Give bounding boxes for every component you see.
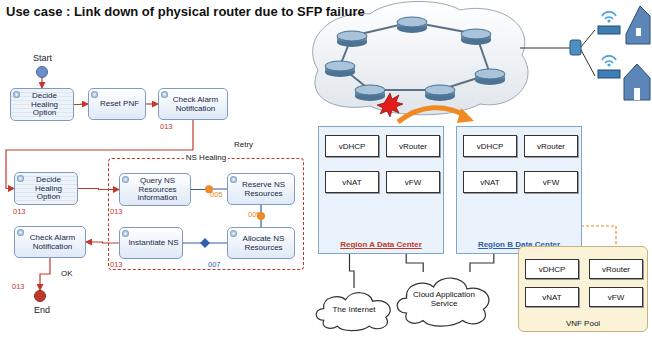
connector xyxy=(40,258,50,290)
node-text: Allocate NS Resources xyxy=(236,235,291,253)
cloud-shape: The Internet xyxy=(312,288,396,332)
connector xyxy=(470,254,494,272)
node-text: End xyxy=(34,305,50,315)
callout-number: 013 xyxy=(160,122,173,131)
vnf-box: vRouter xyxy=(524,135,578,157)
vnf-box: vFW xyxy=(386,171,440,193)
process-box: Reset PNF xyxy=(88,88,146,120)
connector xyxy=(350,254,355,288)
vnf-box: vNAT xyxy=(463,171,517,193)
node-text: Decide Healing Option xyxy=(23,176,74,203)
node-text: NS Healing xyxy=(184,153,228,162)
node-text: Check Alarm Notification xyxy=(167,96,224,114)
process-box: Allocate NS Resources xyxy=(227,227,295,259)
interface-diamond xyxy=(200,238,210,248)
node-text: Reserve NS Resources xyxy=(236,181,291,199)
vnf-box: vRouter xyxy=(589,259,643,279)
step-icon xyxy=(17,229,24,236)
vnf-box: vRouter xyxy=(386,135,440,157)
step-icon xyxy=(230,176,237,183)
node-text: Start xyxy=(33,53,52,63)
node-text: vRouter xyxy=(602,265,630,274)
callout-number: 005 xyxy=(210,190,223,199)
process-box: Query NS Resources information xyxy=(119,173,191,206)
connector xyxy=(146,103,158,104)
step-icon xyxy=(17,175,24,182)
end-circle: End xyxy=(34,290,46,302)
data-center-box: Region B Data CentervDHCPvRoutervNATvFW xyxy=(456,126,582,254)
vnf-box: vFW xyxy=(524,171,578,193)
step-icon xyxy=(230,230,237,237)
node-text: vNAT xyxy=(342,178,361,187)
process-box: Decide Healing Option xyxy=(10,88,74,121)
node-text: vNAT xyxy=(542,293,561,302)
step-icon xyxy=(13,91,20,98)
process-box: Check Alarm Notification xyxy=(14,226,86,258)
connector xyxy=(78,189,119,190)
process-box: Decide Healing Option xyxy=(14,172,78,205)
connector xyxy=(406,254,423,272)
node-text: vNAT xyxy=(480,178,499,187)
node-text: vRouter xyxy=(537,142,565,151)
title-text: Use case : Link down of physical router … xyxy=(6,4,365,19)
callout-number: 013 xyxy=(110,260,123,269)
node-text: Check Alarm Notification xyxy=(23,234,82,252)
node-text: Decide Healing Option xyxy=(19,92,70,119)
step-icon xyxy=(122,176,129,183)
node-text: VNF Pool xyxy=(519,319,647,328)
vnf-pool-box: VNF Pool vDHCP vRouter vNAT vFW xyxy=(518,246,648,332)
process-box: Reserve NS Resources xyxy=(227,173,295,205)
node-text: vRouter xyxy=(399,142,427,151)
vnf-box: vDHCP xyxy=(325,135,379,157)
callout-number: 005 xyxy=(248,210,261,219)
callout-number: 013 xyxy=(13,207,26,216)
node-text: Query NS Resources information xyxy=(128,177,187,204)
node-text: vDHCP xyxy=(339,142,366,151)
callout-number: 007 xyxy=(208,260,221,269)
step-icon xyxy=(161,91,168,98)
node-text: Instantiate NS xyxy=(128,239,178,248)
node-text: vDHCP xyxy=(477,142,504,151)
node-text: Region A Data Center xyxy=(319,240,443,249)
node-text: vFW xyxy=(405,178,421,187)
node-text: Reset PNF xyxy=(100,100,139,109)
edge-label: Retry xyxy=(233,140,254,149)
edge-label: OK xyxy=(60,269,74,278)
callout-number: 013 xyxy=(110,207,123,216)
step-icon xyxy=(91,91,98,98)
node-text: The Internet xyxy=(332,306,375,315)
cloud-shape: Cloud Application Service xyxy=(392,272,496,328)
vnf-box: vFW xyxy=(589,287,643,307)
step-icon xyxy=(122,230,129,237)
callout-number: 013 xyxy=(12,282,25,291)
connector xyxy=(74,103,88,105)
group-frame: NS HealingQuery NS Resources information… xyxy=(108,158,304,270)
process-box: Instantiate NS xyxy=(119,227,183,259)
node-text: vDHCP xyxy=(539,265,566,274)
node-text: vFW xyxy=(608,293,624,302)
vnf-box: vDHCP xyxy=(525,259,579,279)
node-text: vFW xyxy=(543,178,559,187)
vnf-box: vNAT xyxy=(525,287,579,307)
vnf-box: vNAT xyxy=(325,171,379,193)
data-center-box: Region A Data Center vDHCP vRouter vNAT vFW xyxy=(318,126,444,254)
node-text: Cloud Application Service xyxy=(404,291,484,309)
connector xyxy=(86,242,119,243)
connector xyxy=(41,78,42,88)
start-circle: Start xyxy=(36,66,48,78)
process-box: Check Alarm Notification xyxy=(158,88,228,120)
vnf-box: vDHCP xyxy=(463,135,517,157)
